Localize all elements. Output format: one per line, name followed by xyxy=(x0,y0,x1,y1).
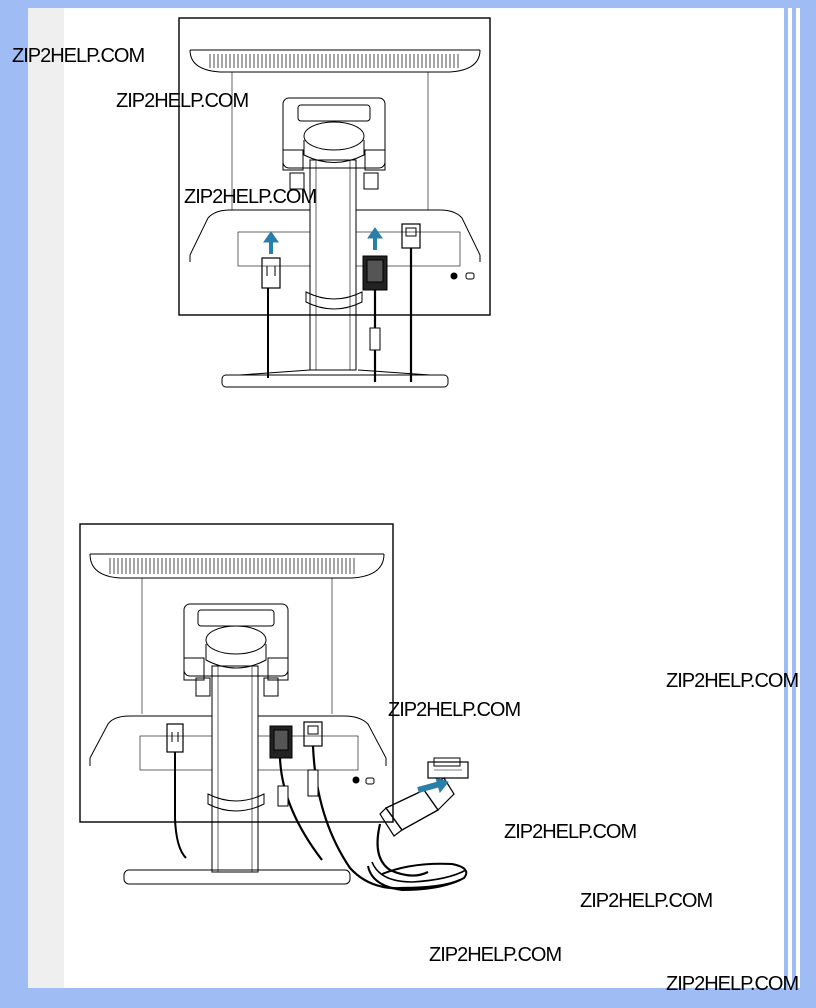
watermark-text: ZIP2HELP.COM xyxy=(12,45,145,67)
watermark-text: ZIP2HELP.COM xyxy=(116,90,249,112)
watermark-text: ZIP2HELP.COM xyxy=(184,186,317,208)
watermark-text: ZIP2HELP.COM xyxy=(504,821,637,843)
monitor-rear-connection-figure xyxy=(178,17,491,388)
monitor-rear-mac-adapter-figure xyxy=(79,523,469,892)
watermark-text: ZIP2HELP.COM xyxy=(388,699,521,721)
watermark-text: ZIP2HELP.COM xyxy=(666,973,799,995)
left-margin-strip xyxy=(28,8,64,988)
watermark-text: ZIP2HELP.COM xyxy=(429,944,562,966)
watermark-text: ZIP2HELP.COM xyxy=(666,670,799,692)
watermark-text: ZIP2HELP.COM xyxy=(580,890,713,912)
right-page-edge xyxy=(788,8,792,988)
manual-page xyxy=(64,8,784,988)
right-page-edge-2 xyxy=(796,8,800,988)
